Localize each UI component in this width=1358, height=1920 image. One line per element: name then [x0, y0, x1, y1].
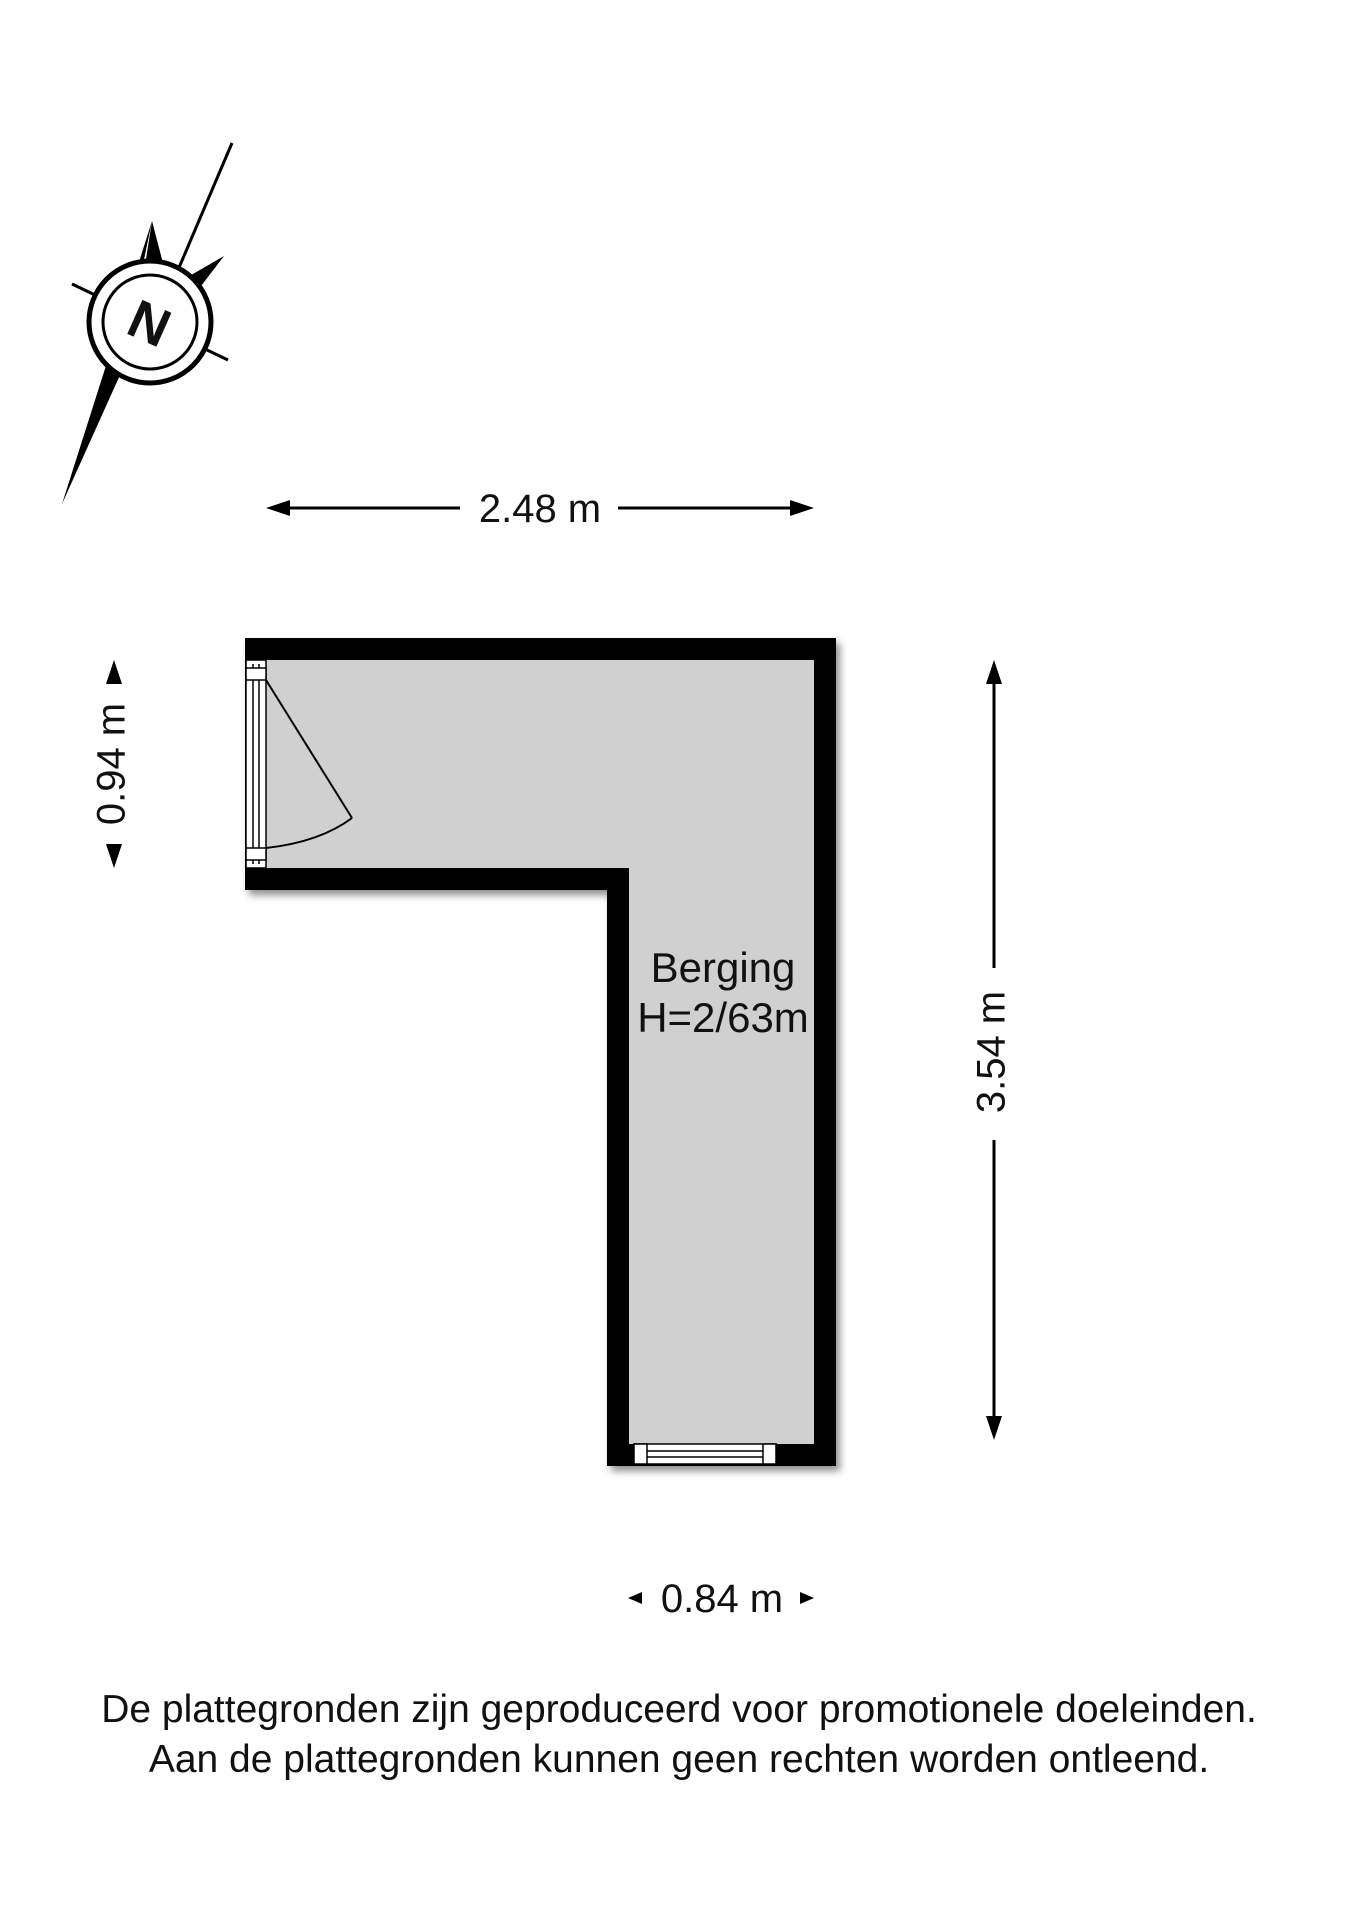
dimension-height-left: 0.94 m — [90, 660, 134, 868]
north-arrow-icon: N — [62, 142, 234, 504]
room-berging — [245, 638, 836, 1466]
disclaimer-line-2: Aan de plattegronden kunnen geen rechten… — [148, 1738, 1210, 1781]
disclaimer-line-1: De plattegronden zijn geproduceerd voor … — [101, 1688, 1257, 1731]
dimension-width-top: 2.48 m — [266, 487, 814, 531]
dimension-width-top-label: 2.48 m — [479, 487, 601, 531]
dimension-height-left-label: 0.94 m — [90, 703, 134, 825]
dimension-height-right-label: 3.54 m — [970, 991, 1014, 1113]
dimension-width-bottom-label: 0.84 m — [661, 1577, 783, 1621]
room-name: Berging — [651, 944, 796, 991]
dimension-width-bottom: 0.84 m — [628, 1577, 814, 1621]
room-height: H=2/63m — [637, 994, 809, 1041]
window — [633, 1443, 777, 1465]
floor — [266, 660, 814, 1444]
dimension-height-right: 3.54 m — [970, 660, 1014, 1440]
door — [245, 659, 353, 869]
